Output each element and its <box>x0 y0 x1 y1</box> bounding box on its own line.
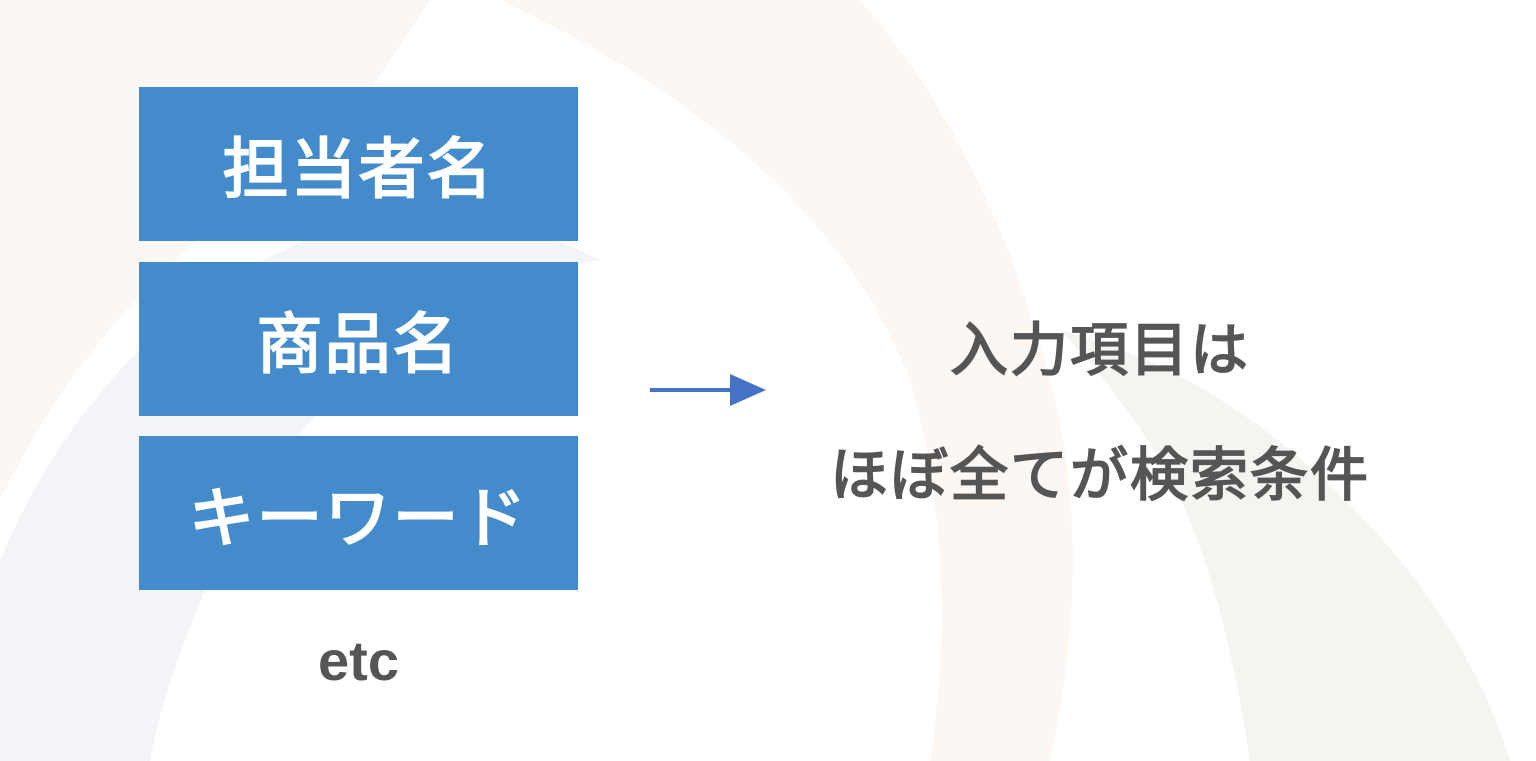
item-box-staff-name: 担当者名 <box>139 87 578 241</box>
item-label-product-name: 商品名 <box>256 306 461 383</box>
etc-label: etc <box>318 629 399 692</box>
message-line-1: 入力項目は <box>949 316 1250 384</box>
item-label-keyword: キーワード <box>188 480 529 557</box>
message-line-2: ほぼ全てが検索条件 <box>829 441 1370 509</box>
item-box-keyword: キーワード <box>139 436 578 590</box>
item-label-staff-name: 担当者名 <box>222 131 495 208</box>
item-box-product-name: 商品名 <box>139 262 578 416</box>
right-arrow-icon <box>650 374 766 406</box>
